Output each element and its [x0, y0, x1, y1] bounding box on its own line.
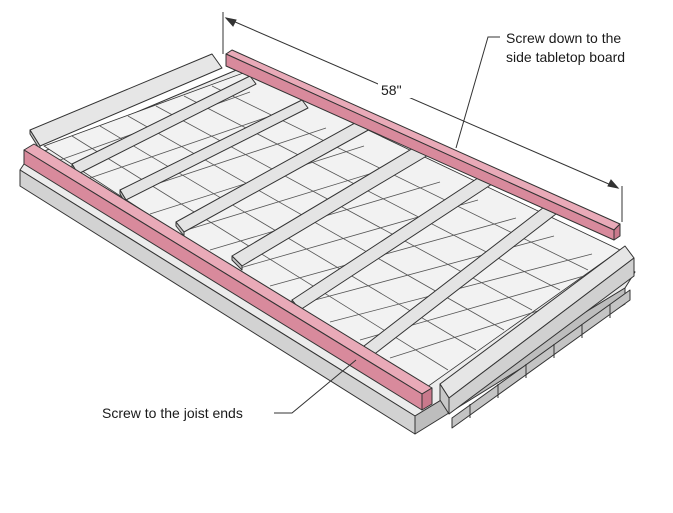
top-callout-line2: side tabletop board	[506, 49, 625, 65]
dimension-58in	[222, 12, 623, 222]
bottom-callout-leader	[274, 359, 357, 414]
dimension-label: 58"	[381, 82, 402, 98]
bottom-callout-label: Screw to the joist ends	[102, 405, 243, 421]
top-callout-line1: Screw down to the	[506, 30, 621, 46]
side-board-front-highlighted	[23, 143, 433, 411]
top-callout-leader	[455, 36, 500, 149]
side-board-top-highlighted	[225, 49, 621, 241]
end-board-right	[439, 245, 635, 429]
cross-joists	[71, 75, 557, 361]
dimension-label-bg	[378, 80, 412, 98]
